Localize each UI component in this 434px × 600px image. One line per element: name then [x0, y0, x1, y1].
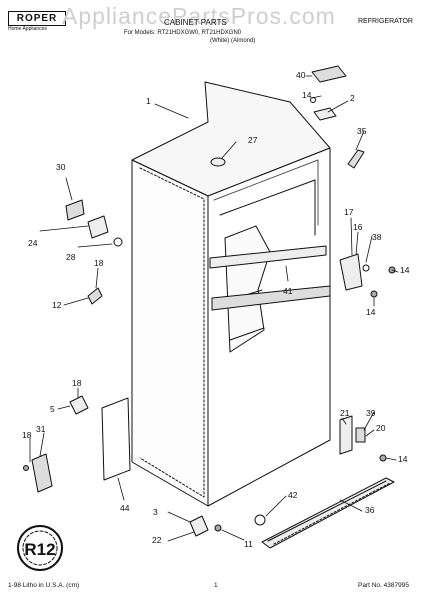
r12-badge-text: R12 — [24, 540, 55, 559]
screw-18 — [23, 465, 29, 471]
hinge-bracket — [355, 427, 366, 443]
callout-18-c: 18 — [22, 430, 32, 440]
divider-bar — [209, 245, 331, 311]
callout-12: 12 — [52, 300, 62, 310]
control-housing — [65, 199, 85, 221]
roller-42 — [254, 514, 266, 526]
callout-14-mid: 14 — [366, 307, 376, 317]
callout-35: 35 — [357, 126, 367, 136]
brand-subtitle: Home Appliances — [8, 26, 47, 32]
control-knob — [210, 157, 226, 167]
brand-name: ROPER — [8, 11, 66, 26]
leveling-leg — [87, 287, 103, 305]
leader-lines — [29, 75, 399, 542]
callout-44: 44 — [120, 503, 130, 513]
callout-41: 41 — [283, 286, 293, 296]
r12-badge: R12 — [17, 525, 63, 571]
callout-11: 11 — [244, 539, 253, 549]
callout-27: 27 — [248, 135, 258, 145]
callout-18-b: 18 — [72, 378, 82, 388]
cabinet — [131, 81, 331, 507]
part-number: Part No. 4387995 — [358, 582, 409, 589]
screw-14c — [379, 454, 387, 462]
callout-3: 3 — [153, 507, 158, 517]
colors-line: (White) (Almond) — [210, 38, 256, 44]
center-hinge — [339, 253, 363, 291]
callout-17: 17 — [344, 207, 354, 217]
callout-2: 2 — [350, 93, 355, 103]
hinge-pin — [347, 149, 365, 169]
grommet-28 — [113, 237, 123, 247]
roper-logo: ROPER Home Appliances — [8, 11, 66, 32]
section-title: CABINET PARTS — [164, 18, 227, 27]
callout-28: 28 — [66, 252, 76, 262]
print-info: 1-98 Litho in U.S.A. (cm) — [8, 582, 80, 589]
screw-11 — [214, 524, 222, 532]
callout-21: 21 — [340, 408, 350, 418]
toe-grille — [261, 477, 395, 549]
hinge-cover — [311, 65, 347, 83]
callout-40: 40 — [296, 70, 306, 80]
toe-plate — [101, 397, 131, 481]
callout-18-a: 18 — [94, 258, 104, 268]
category-label: REFRIGERATOR — [358, 18, 413, 25]
callout-16: 16 — [353, 222, 363, 232]
callout-42: 42 — [288, 490, 298, 500]
foot-cover — [31, 453, 53, 493]
models-line: For Models: RT21HDXGW0, RT21HDXGN0 — [124, 30, 242, 36]
bracket-5 — [69, 395, 89, 415]
callout-22: 22 — [152, 535, 162, 545]
callout-36: 36 — [365, 505, 375, 515]
callout-14-top: 14 — [302, 90, 312, 100]
callout-38: 38 — [372, 232, 382, 242]
callout-1: 1 — [146, 96, 151, 106]
callout-14-lower: 14 — [398, 454, 408, 464]
callout-24: 24 — [28, 238, 38, 248]
spacer-38 — [362, 264, 370, 272]
roller-3 — [189, 515, 209, 537]
watermark: AppliancePartsPros.com — [62, 3, 336, 29]
control-assembly — [87, 215, 109, 239]
callout-39: 39 — [366, 408, 376, 418]
callout-20: 20 — [376, 423, 386, 433]
callout-31: 31 — [36, 424, 46, 434]
page-number: 1 — [214, 582, 218, 589]
bottom-hinge — [339, 415, 353, 455]
callout-5: 5 — [50, 404, 55, 414]
screw-14b — [370, 290, 378, 298]
callout-14-upper: 14 — [400, 265, 410, 275]
callout-30: 30 — [56, 162, 66, 172]
